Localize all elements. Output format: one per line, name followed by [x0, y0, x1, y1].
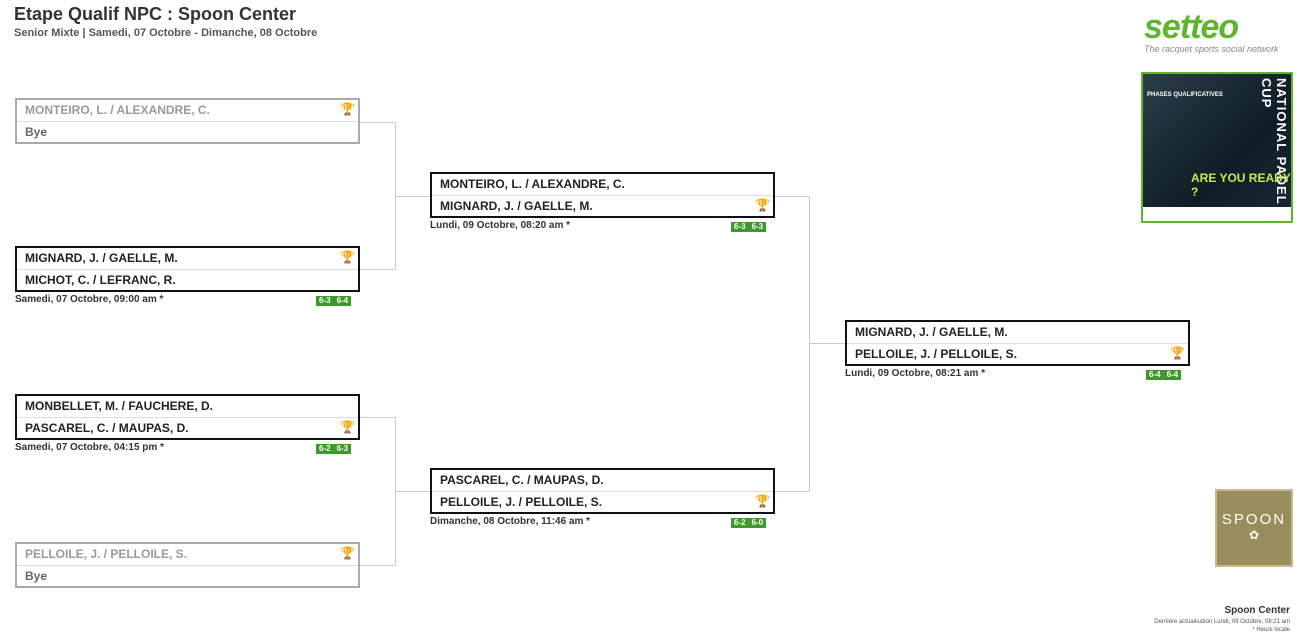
npc-poster[interactable]: PHASES QUALIFICATIVES NATIONAL PADEL CUP… — [1141, 72, 1293, 223]
score-badge: 6-4 6-4 — [1146, 370, 1182, 380]
team-row: Bye — [17, 122, 358, 143]
team-row: PASCAREL, C. / MAUPAS, D. 🏆 — [17, 418, 358, 439]
team-name: PELLOILE, J. / PELLOILE, S. — [855, 347, 1018, 361]
team-row: MIGNARD, J. / GAELLE, M. 🏆 — [432, 196, 773, 217]
match-r2-2[interactable]: PASCAREL, C. / MAUPAS, D. PELLOILE, J. /… — [430, 468, 775, 514]
team-row: MONBELLET, M. / FAUCHERE, D. — [17, 396, 358, 418]
score-badge: 6-2 6-3 — [316, 444, 352, 454]
trophy-icon: 🏆 — [340, 420, 355, 434]
team-name: PELLOILE, J. / PELLOILE, S. — [25, 547, 188, 561]
connector-line — [809, 196, 810, 492]
poster-phases: PHASES QUALIFICATIVES — [1147, 92, 1223, 98]
match-r1-2[interactable]: MIGNARD, J. / GAELLE, M. 🏆 MICHOT, C. / … — [15, 246, 360, 292]
logo-tagline: The racquet sports social network — [1144, 44, 1279, 54]
team-name: MIGNARD, J. / GAELLE, M. — [25, 251, 178, 265]
team-row: MONTEIRO, L. / ALEXANDRE, C. — [432, 174, 773, 196]
flower-icon: ✿ — [1248, 528, 1260, 542]
match-date: Dimanche, 08 Octobre, 11:46 am * — [430, 516, 591, 527]
set-score: 6-2 — [319, 444, 331, 453]
team-name: MIGNARD, J. / GAELLE, M. — [440, 199, 593, 213]
set-score: 6-3 — [336, 444, 349, 453]
connector-line — [359, 565, 395, 566]
team-name: MICHOT, C. / LEFRANC, R. — [25, 273, 176, 287]
trophy-icon: 🏆 — [340, 546, 355, 560]
team-name: PASCAREL, C. / MAUPAS, D. — [25, 421, 189, 435]
connector-line — [809, 343, 845, 344]
team-row: MIGNARD, J. / GAELLE, M. — [847, 322, 1188, 344]
team-row: MIGNARD, J. / GAELLE, M. 🏆 — [17, 248, 358, 270]
set-score: 6-2 — [734, 518, 746, 527]
connector-line — [359, 417, 395, 418]
team-row: PELLOILE, J. / PELLOILE, S. 🏆 — [847, 344, 1188, 365]
match-r2-1[interactable]: MONTEIRO, L. / ALEXANDRE, C. MIGNARD, J.… — [430, 172, 775, 218]
team-name: MIGNARD, J. / GAELLE, M. — [855, 325, 1008, 339]
team-name: Bye — [25, 569, 48, 583]
score-badge: 6-3 6-4 — [316, 296, 352, 306]
poster-ready: ARE YOU READY ? — [1191, 171, 1291, 199]
match-date: Lundi, 09 Octobre, 08:21 am * — [845, 368, 986, 379]
team-row: PASCAREL, C. / MAUPAS, D. — [432, 470, 773, 492]
logo-text: setteo — [1144, 8, 1239, 46]
footer-club: Spoon Center — [1224, 605, 1290, 616]
match-r1-3[interactable]: MONBELLET, M. / FAUCHERE, D. PASCAREL, C… — [15, 394, 360, 440]
set-score: 6-3 — [319, 296, 331, 305]
team-name: PELLOILE, J. / PELLOILE, S. — [440, 495, 603, 509]
team-name: MONBELLET, M. / FAUCHERE, D. — [25, 399, 214, 413]
connector-line — [359, 269, 395, 270]
set-score: 6-4 — [1149, 370, 1161, 379]
set-score: 6-4 — [336, 296, 349, 305]
footer-note: * Heure locale — [1252, 627, 1290, 633]
poster-sponsors-strip — [1143, 207, 1291, 221]
connector-line — [775, 491, 810, 492]
trophy-icon: 🏆 — [755, 494, 770, 508]
spoon-logo-text: SPOON — [1221, 511, 1287, 528]
score-badge: 6-3 6-3 — [731, 222, 767, 232]
score-badge: 6-2 6-0 — [731, 518, 767, 528]
setteo-logo[interactable]: setteo The racquet sports social network — [1144, 8, 1294, 54]
match-r1-1[interactable]: MONTEIRO, L. / ALEXANDRE, C. 🏆 Bye — [15, 98, 360, 144]
set-score: 6-4 — [1166, 370, 1179, 379]
connector-line — [359, 122, 395, 123]
team-name: Bye — [25, 125, 48, 139]
match-date: Samedi, 07 Octobre, 09:00 am * — [15, 294, 164, 305]
set-score: 6-0 — [751, 518, 764, 527]
match-final[interactable]: MIGNARD, J. / GAELLE, M. PELLOILE, J. / … — [845, 320, 1190, 366]
footer-updated: Dernière actualisation Lundi, 09 Octobre… — [1154, 619, 1290, 625]
connector-line — [395, 491, 430, 492]
team-row: MONTEIRO, L. / ALEXANDRE, C. 🏆 — [17, 100, 358, 122]
team-row: PELLOILE, J. / PELLOILE, S. 🏆 — [17, 544, 358, 566]
trophy-icon: 🏆 — [755, 198, 770, 212]
match-date: Samedi, 07 Octobre, 04:15 pm * — [15, 442, 164, 453]
poster-title: NATIONAL PADEL CUP — [1259, 78, 1289, 205]
team-row: MICHOT, C. / LEFRANC, R. — [17, 270, 358, 291]
connector-line — [395, 196, 430, 197]
team-row: PELLOILE, J. / PELLOILE, S. 🏆 — [432, 492, 773, 513]
connector-line — [775, 196, 810, 197]
page-title: Etape Qualif NPC : Spoon Center — [14, 4, 297, 24]
team-name: PASCAREL, C. / MAUPAS, D. — [440, 473, 604, 487]
team-name: MONTEIRO, L. / ALEXANDRE, C. — [25, 103, 210, 117]
page-subtitle: Senior Mixte | Samedi, 07 Octobre - Dima… — [14, 27, 318, 39]
trophy-icon: 🏆 — [340, 250, 355, 264]
match-r1-4[interactable]: PELLOILE, J. / PELLOILE, S. 🏆 Bye — [15, 542, 360, 588]
set-score: 6-3 — [734, 222, 746, 231]
trophy-icon: 🏆 — [1170, 346, 1185, 360]
trophy-icon: 🏆 — [340, 102, 355, 116]
set-score: 6-3 — [751, 222, 764, 231]
team-row: Bye — [17, 566, 358, 587]
match-date: Lundi, 09 Octobre, 08:20 am * — [430, 220, 571, 231]
spoon-logo[interactable]: SPOON ✿ — [1215, 489, 1293, 567]
team-name: MONTEIRO, L. / ALEXANDRE, C. — [440, 177, 625, 191]
